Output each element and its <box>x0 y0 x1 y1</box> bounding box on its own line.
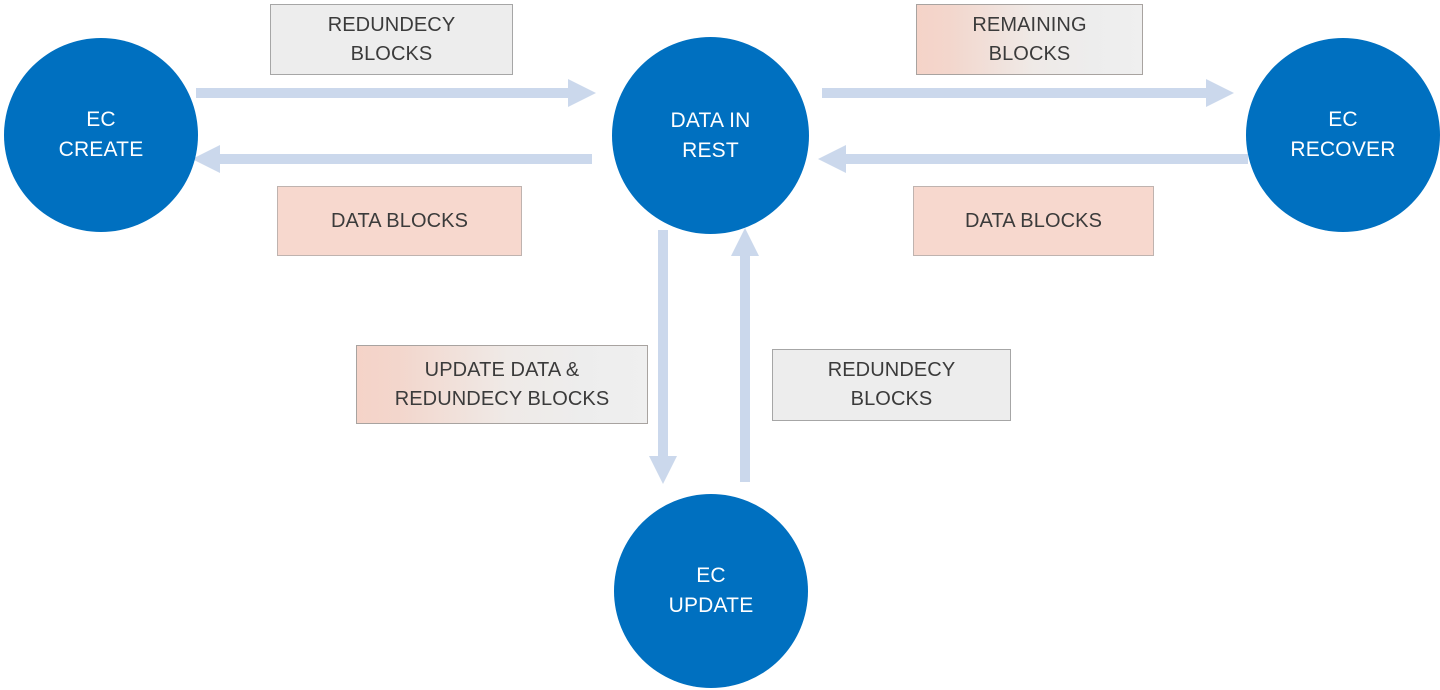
node-ec-update-line2: UPDATE <box>668 594 754 617</box>
node-ec-create[interactable]: EC CREATE <box>4 38 198 232</box>
label-redundecy-blocks-bottom: REDUNDECY BLOCKS <box>772 349 1011 421</box>
node-data-in-rest-line1: DATA IN <box>670 108 751 132</box>
label-data-blocks-left: DATA BLOCKS <box>277 186 522 256</box>
label-redundecy-blocks-left: REDUNDECY BLOCKS <box>270 4 513 75</box>
arrow-ec-create-to-data-in-rest <box>196 79 596 107</box>
node-data-in-rest[interactable]: DATA IN REST <box>612 37 809 234</box>
label-redundecy-blocks-bottom-line2: BLOCKS <box>850 388 933 410</box>
label-redundecy-blocks-left-line2: BLOCKS <box>350 42 433 65</box>
node-ec-recover[interactable]: EC RECOVER <box>1246 38 1440 232</box>
label-update-data-redundecy-line1: UPDATE DATA & <box>424 358 580 381</box>
node-ec-recover-line2: RECOVER <box>1290 138 1396 161</box>
node-ec-create-line2: CREATE <box>58 138 144 161</box>
arrow-ec-update-to-data-in-rest <box>731 228 759 482</box>
label-data-blocks-right-line1: DATA BLOCKS <box>964 209 1103 232</box>
label-redundecy-blocks-bottom-line1: REDUNDECY <box>827 359 956 381</box>
label-redundecy-blocks-left-line1: REDUNDECY <box>327 13 456 36</box>
node-ec-update[interactable]: EC UPDATE <box>614 494 808 688</box>
label-remaining-blocks-right-line2: BLOCKS <box>988 42 1071 65</box>
node-ec-update-line1: EC <box>696 564 726 588</box>
label-remaining-blocks-right-line1: REMAINING <box>972 13 1087 36</box>
node-data-in-rest-line2: REST <box>682 138 739 162</box>
arrow-data-in-rest-to-ec-recover <box>822 79 1234 107</box>
arrow-ec-recover-to-data-in-rest <box>818 145 1248 173</box>
arrow-data-in-rest-to-ec-create <box>192 145 592 173</box>
label-update-data-redundecy: UPDATE DATA & REDUNDECY BLOCKS <box>356 345 648 424</box>
node-ec-recover-line1: EC <box>1328 108 1358 132</box>
arrow-data-in-rest-to-ec-update <box>649 230 677 484</box>
label-remaining-blocks-right: REMAINING BLOCKS <box>916 4 1143 75</box>
label-data-blocks-right: DATA BLOCKS <box>913 186 1154 256</box>
node-ec-create-line1: EC <box>86 108 116 132</box>
label-data-blocks-left-line1: DATA BLOCKS <box>330 209 469 232</box>
label-update-data-redundecy-line2: REDUNDECY BLOCKS <box>394 387 610 410</box>
